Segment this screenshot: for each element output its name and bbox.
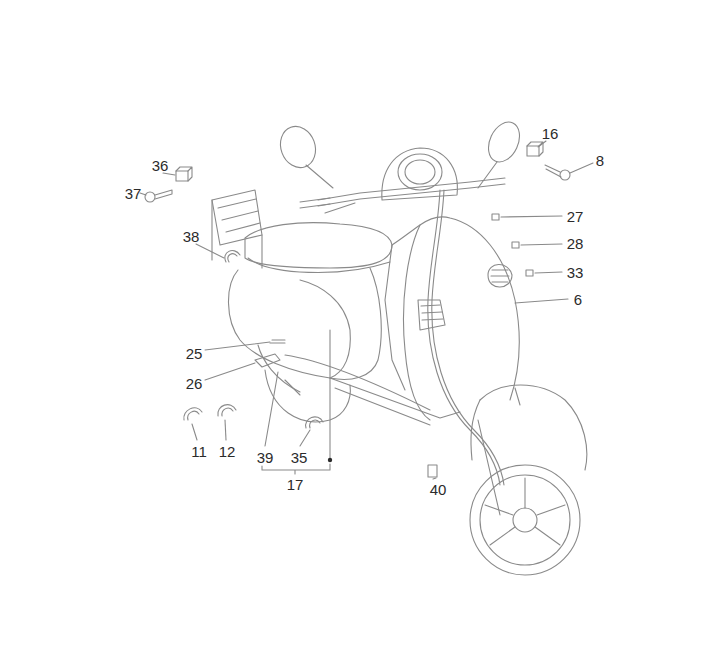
callout-number: 8 [595,152,605,169]
callout-number: 33 [566,264,585,281]
callout-number: 12 [218,443,237,460]
callout-number: 36 [151,157,170,174]
callout-number: 37 [124,185,143,202]
callout-number: 39 [256,449,275,466]
callout-number: 11 [190,443,208,460]
callout-number: 16 [541,125,560,142]
callout-number: 27 [566,208,585,225]
callout-number: 17 [286,476,305,493]
callout-number: 25 [185,345,204,362]
callout-number: 28 [566,235,585,252]
callout-number: 40 [429,481,448,498]
callout-number: 6 [573,291,583,308]
callout-number: 38 [182,228,201,245]
callout-number: 35 [290,449,309,466]
callout-number: 26 [185,375,204,392]
